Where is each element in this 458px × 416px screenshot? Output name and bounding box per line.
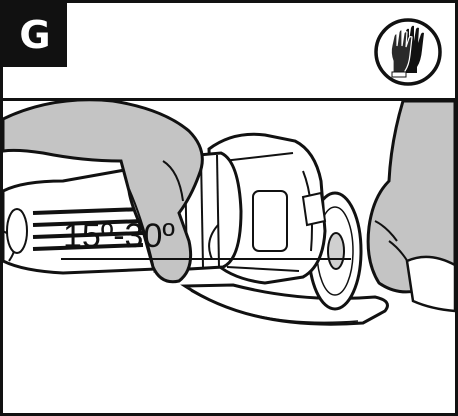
angle-reference-line <box>61 258 351 260</box>
gloves-icon <box>374 18 442 86</box>
wheel-guard <box>180 283 389 326</box>
right-gloved-hand <box>366 101 455 313</box>
angle-arc-icon <box>208 224 219 260</box>
grinder-illustration <box>3 101 455 326</box>
angle-annotation: 15º-30º <box>63 217 175 255</box>
step-badge: G <box>3 3 67 67</box>
panel-header: G <box>3 3 455 101</box>
